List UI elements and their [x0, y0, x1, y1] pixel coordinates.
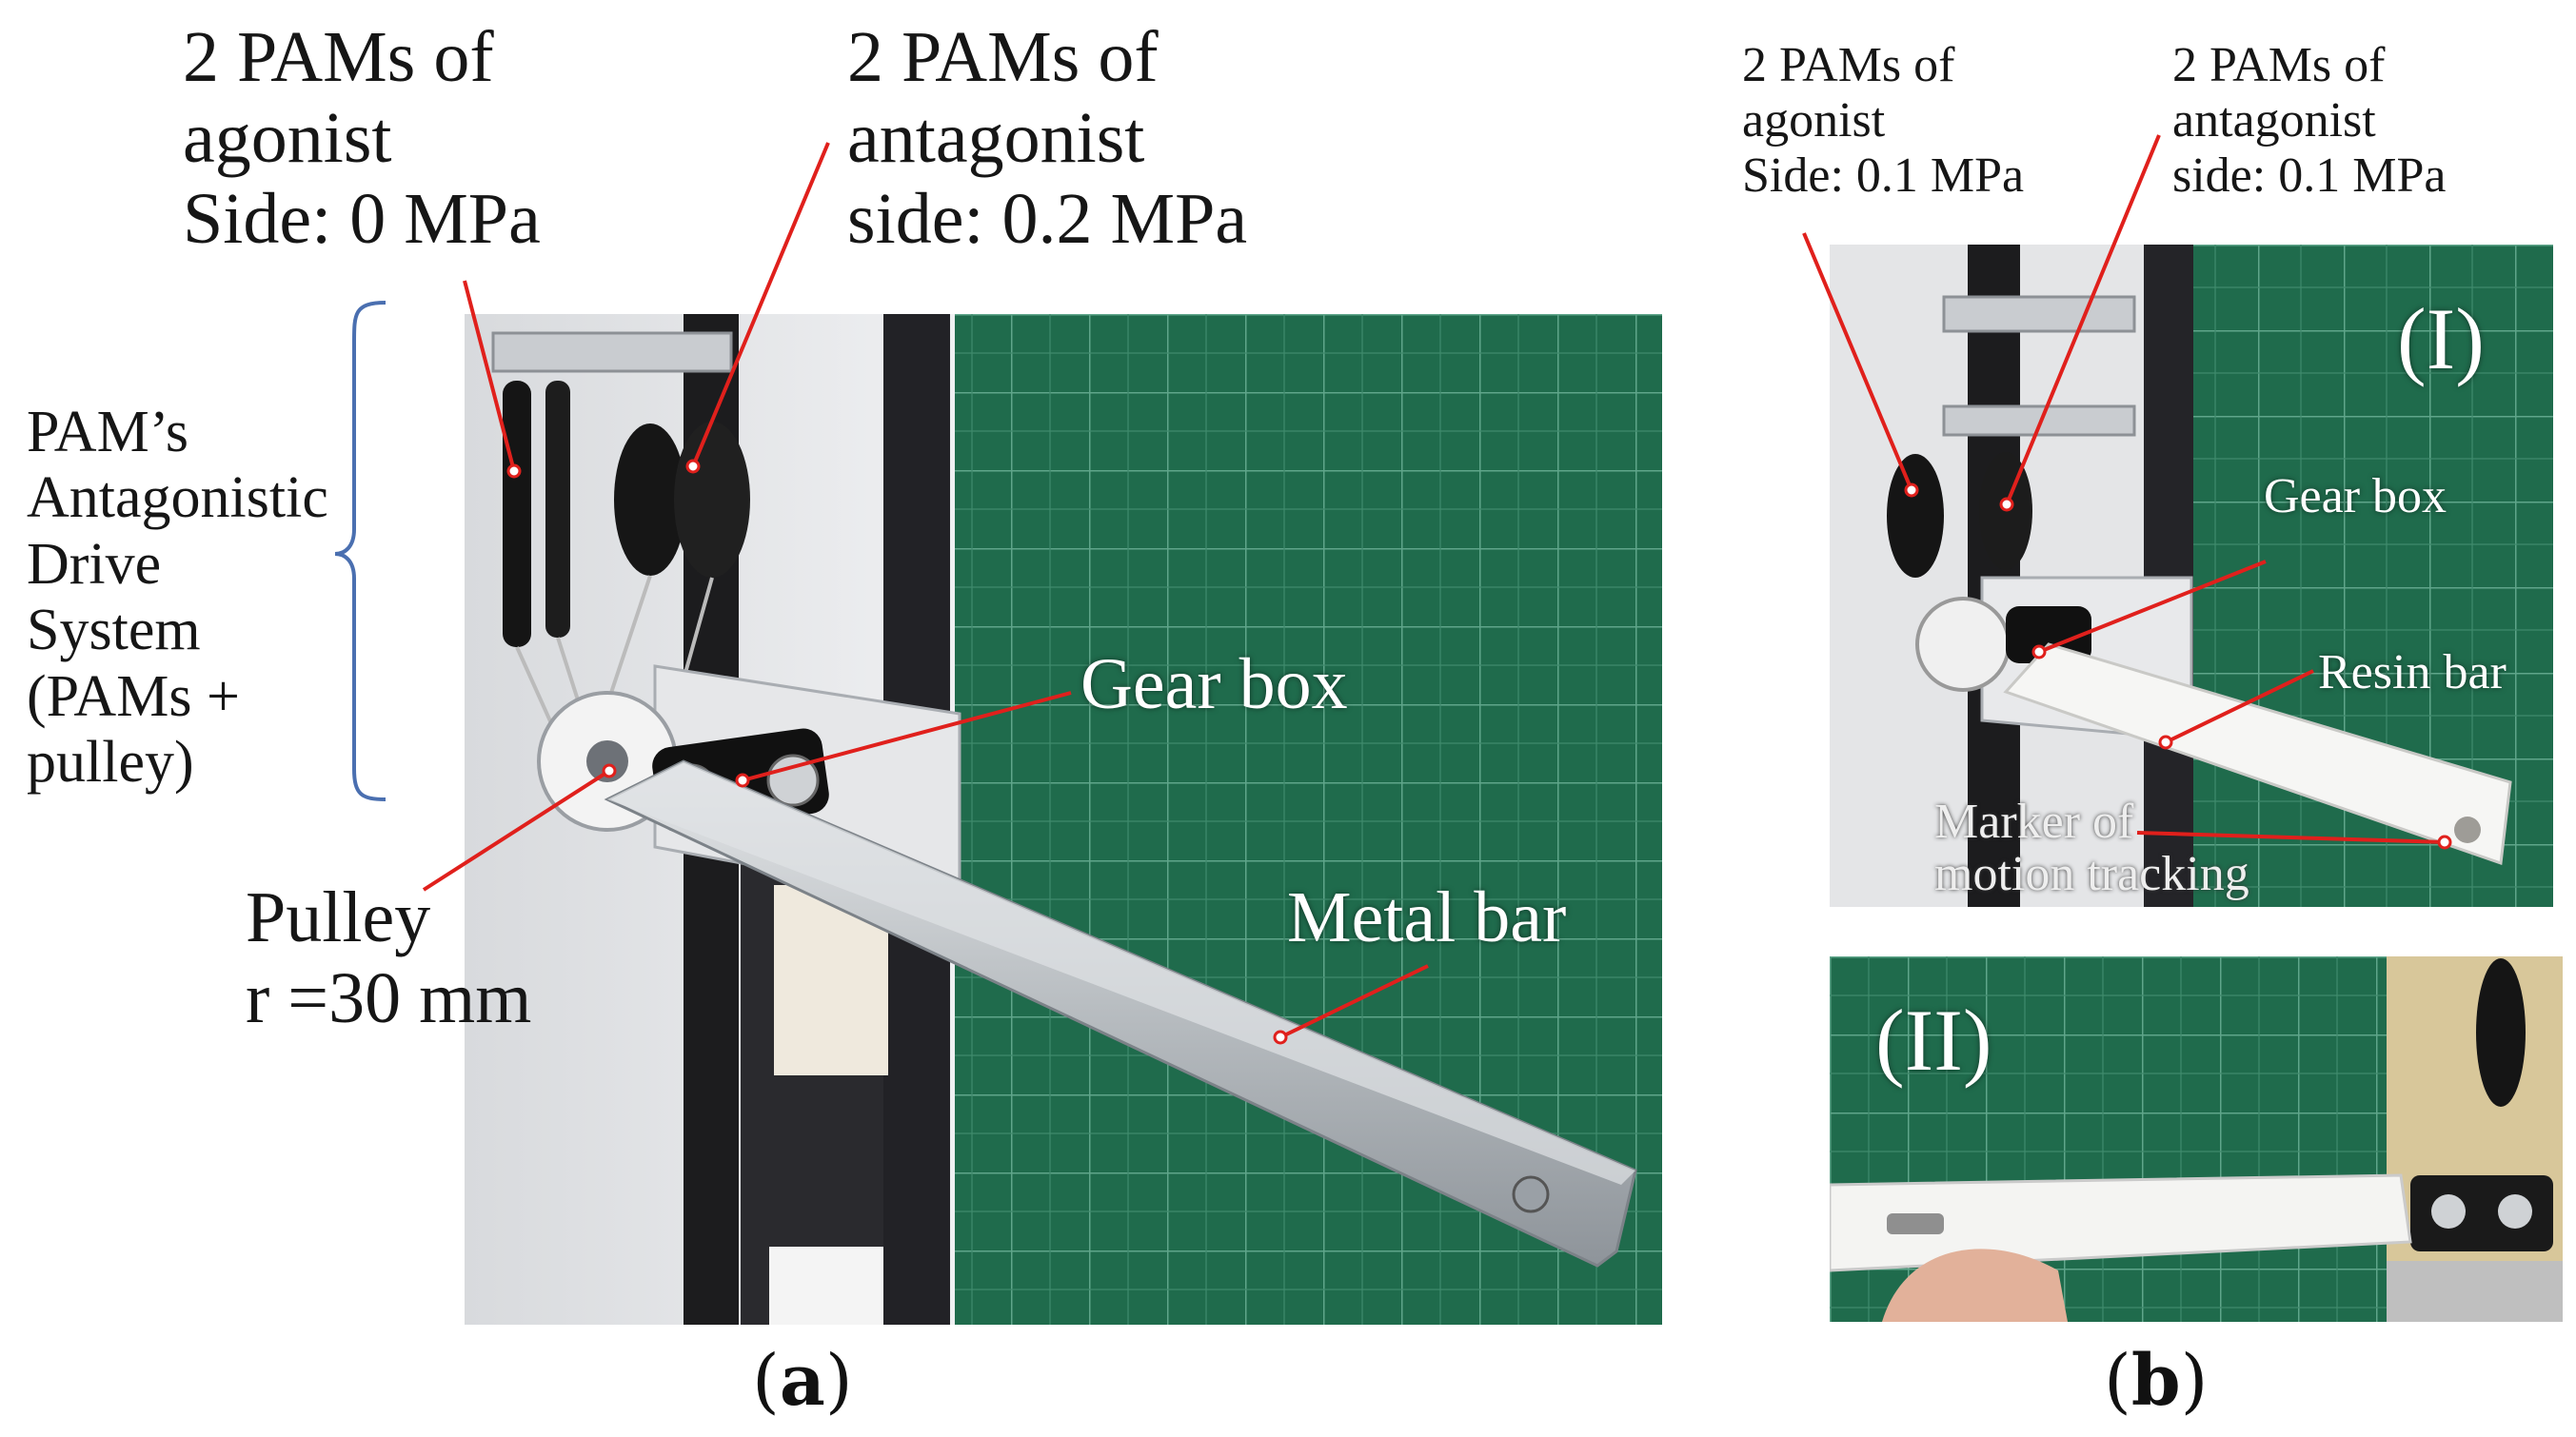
caption-b-letter: b	[2130, 1340, 2181, 1422]
label-b-ii: (II)	[1875, 992, 1992, 1089]
label-gearbox-a: Gear box	[1080, 644, 1348, 724]
label-pulley-a: Pulley r =30 mm	[246, 877, 532, 1039]
label-antagonist-b: 2 PAMs of antagonist side: 0.1 MPa	[2172, 38, 2447, 204]
label-marker-b: Marker of motion tracking	[1934, 795, 2249, 901]
photo-a-scene	[465, 314, 1662, 1325]
caption-b: (b)	[2104, 1340, 2209, 1422]
label-resinbar-b: Resin bar	[2318, 645, 2507, 699]
label-agonist-b: 2 PAMs of agonist Side: 0.1 MPa	[1742, 38, 2025, 204]
label-agonist-a: 2 PAMs of agonist Side: 0 MPa	[183, 17, 541, 260]
photo-b-ii-scene	[1830, 956, 2563, 1322]
caption-a: (a)	[752, 1340, 853, 1422]
photo-a	[465, 314, 1662, 1325]
label-metalbar-a: Metal bar	[1287, 877, 1567, 957]
label-b-i: (I)	[2397, 290, 2485, 387]
photo-b-ii	[1830, 956, 2563, 1322]
label-antagonist-a: 2 PAMs of antagonist side: 0.2 MPa	[847, 17, 1248, 260]
caption-a-letter: a	[779, 1340, 825, 1422]
label-system-a: PAM’s Antagonistic Drive System (PAMs + …	[27, 400, 328, 796]
system-bracket	[334, 301, 386, 801]
label-gearbox-b: Gear box	[2264, 469, 2447, 523]
